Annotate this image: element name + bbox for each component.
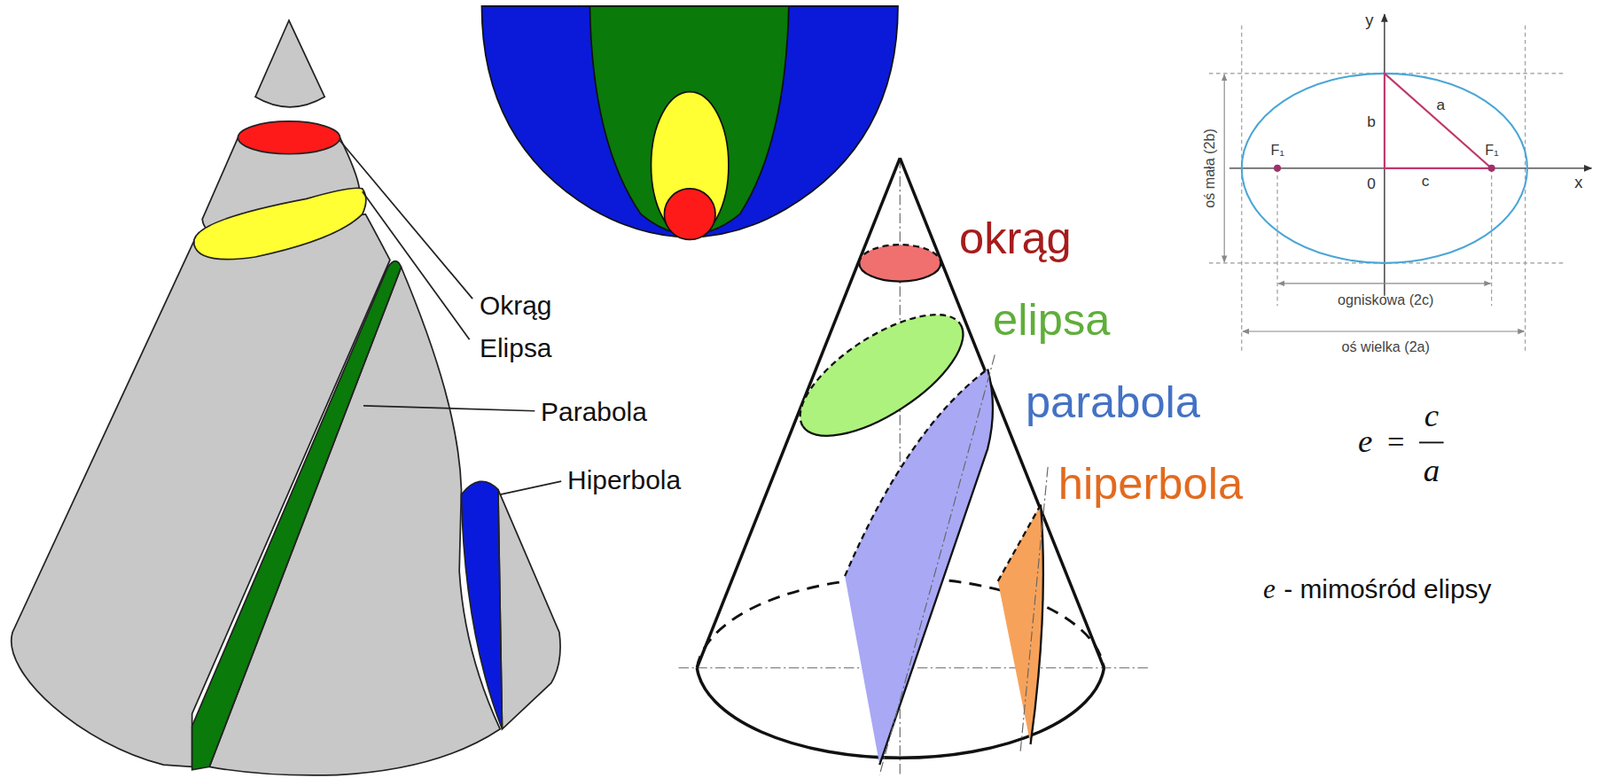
cut-cone — [11, 20, 561, 776]
dimension-label: oś wielka (2a) — [1342, 339, 1430, 354]
formula-symbol: = — [1387, 426, 1405, 458]
formula-symbol: e — [1358, 425, 1373, 459]
dimension-label: ogniskowa (2c) — [1337, 292, 1434, 307]
origin-label: 0 — [1366, 177, 1376, 193]
part-label: Parabola — [540, 398, 648, 426]
segment-label: b — [1366, 114, 1376, 130]
section-label: parabola — [1025, 379, 1201, 425]
formula-symbol: a — [1423, 453, 1440, 487]
ellipse-geometry — [1209, 14, 1593, 443]
note-text: - mimośród elipsy — [1283, 576, 1491, 603]
focus-label: F₁ — [1271, 142, 1285, 157]
segment-label: c — [1421, 173, 1430, 189]
formula-symbol: e — [1263, 576, 1276, 604]
section-label: okrąg — [959, 216, 1072, 262]
leader-lines — [340, 140, 562, 495]
focus-label: F₁ — [1484, 142, 1499, 157]
dimension-label: oś mała (2b) — [1201, 128, 1217, 209]
section-label: hiperbola — [1058, 460, 1243, 507]
section-label: elipsa — [992, 297, 1110, 344]
nested-conics — [481, 6, 898, 241]
part-label: Okrąg — [479, 292, 552, 320]
formula-symbol: c — [1424, 398, 1439, 432]
axis-label: x — [1574, 174, 1583, 191]
segment-label: a — [1436, 97, 1446, 113]
part-label: Hiperbola — [567, 467, 681, 494]
part-label: Elipsa — [479, 335, 552, 362]
axis-label: y — [1365, 12, 1374, 29]
